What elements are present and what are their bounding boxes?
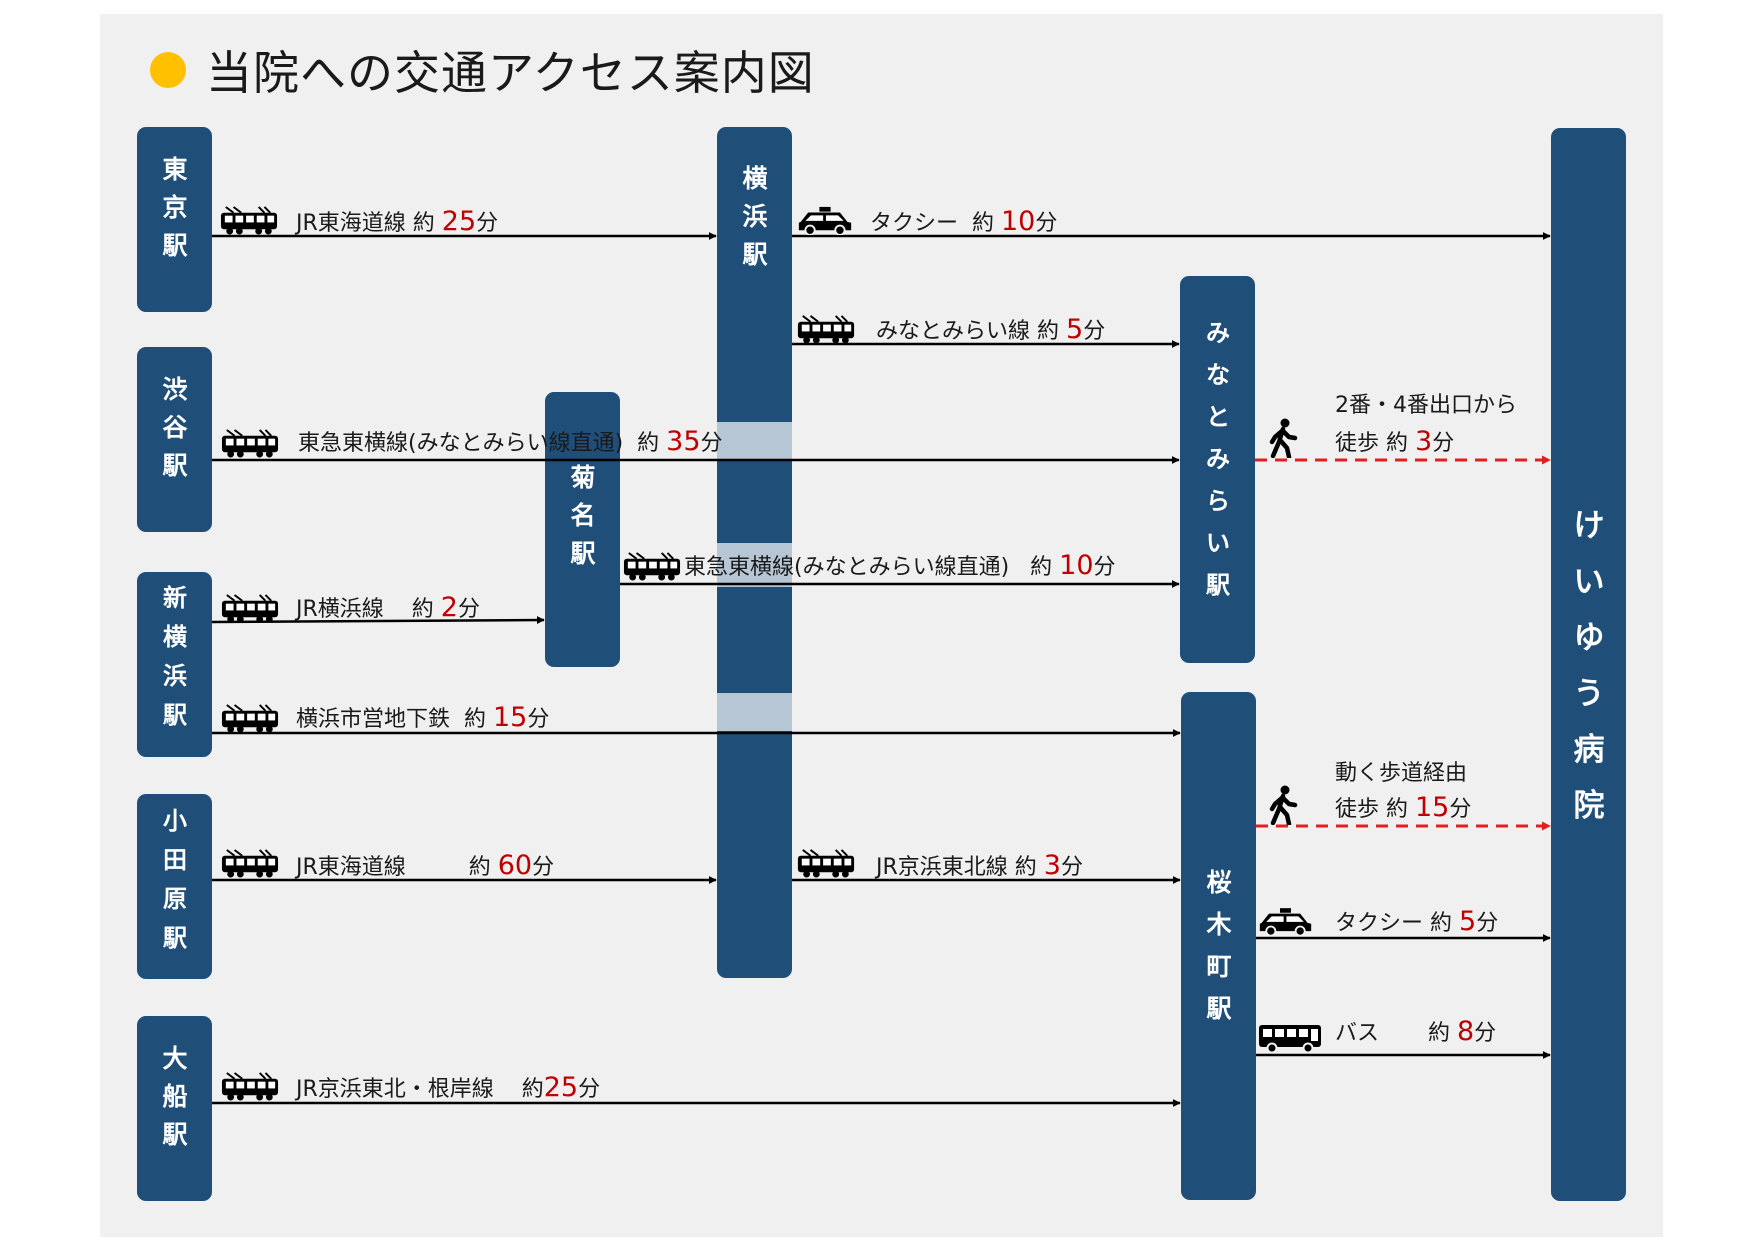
station-kikuna-label: 菊名駅 [570,463,595,568]
hospital-label: けいゆう病院 [1574,508,1605,824]
station-tokyo: 東京駅 [137,127,212,312]
bus-icon [1258,1024,1322,1054]
walking-person-icon [1272,786,1295,825]
route-label-minatomirai-hospital: 徒歩 約 3分 [1335,426,1454,457]
route-label-shibuya-minatomirai: 東急東横線(みなとみらい線直通) 約 35分 [298,426,723,457]
station-yokohama: 横浜駅 [717,127,792,978]
train-icon [796,314,856,345]
route-note-sakuragicho-hospital-walk: 動く歩道経由 [1335,761,1467,786]
train-icon [221,848,279,879]
station-ofuna-label: 大船駅 [162,1044,187,1149]
station-odawara-label: 小田原駅 [163,807,187,952]
route-label-odawara-yokohama: JR東海道線 約 60分 [294,850,554,881]
route-labels: JR東海道線 約 25分 東急東横線(みなとみらい線直通) 約 35分 JR横浜… [294,206,1517,1103]
route-label-tokyo-yokohama: JR東海道線 約 25分 [294,206,498,237]
station-shinyokohama-label: 新横浜駅 [163,584,188,729]
route-label-shinyokohama-sakuragicho: 横浜市営地下鉄 約 15分 [296,702,549,733]
station-minatomirai: みなとみらい駅 [1180,276,1255,663]
station-shibuya-label: 渋谷駅 [162,375,188,480]
train-icon [220,205,278,236]
page-title: 当院への交通アクセス案内図 [206,46,815,100]
yokohama-underpass-1 [717,422,792,460]
route-label-sakuragicho-hospital-bus: バス 約 8分 [1335,1016,1496,1047]
yokohama-underpass-2 [717,543,792,587]
route-label-kikuna-minatomirai: 東急東横線(みなとみらい線直通) 約 10分 [684,550,1116,581]
title-bullet-icon [150,52,186,88]
route-label-sakuragicho-hospital-taxi: タクシー 約 5分 [1335,906,1498,937]
hospital: けいゆう病院 [1551,128,1626,1201]
route-note-minatomirai-hospital: 2番・4番出口から [1335,393,1517,418]
station-minatomirai-label: みなとみらい駅 [1206,319,1230,599]
route-label-sakuragicho-hospital-walk: 徒歩 約 15分 [1335,792,1471,823]
taxi-icon [797,205,853,235]
station-sakuragicho: 桜木町駅 [1181,692,1256,1200]
train-icon [623,551,681,582]
yokohama-underpass-3 [717,693,792,731]
walk-arrows [1255,455,1551,831]
train-icon [221,593,279,624]
train-icon [221,1071,279,1102]
arrows [211,232,1551,1107]
station-odawara: 小田原駅 [137,794,212,979]
route-label-yokohama-hospital: タクシー 約 10分 [870,206,1057,237]
train-icon [796,848,856,879]
background-panel [100,14,1663,1237]
walking-person-icon [1272,419,1295,458]
route-label-shinyokohama-kikuna: JR横浜線 約 2分 [294,592,480,623]
station-yokohama-label: 横浜駅 [742,164,767,269]
train-icon [221,703,279,734]
train-icon [221,428,279,459]
route-label-yokohama-minatomirai: みなとみらい線 約 5分 [876,314,1105,345]
route-label-ofuna-sakuragicho: JR京浜東北・根岸線 約25分 [294,1072,600,1103]
taxi-icon [1258,907,1313,936]
station-tokyo-label: 東京駅 [162,155,187,260]
station-shibuya: 渋谷駅 [137,347,212,532]
station-shinyokohama: 新横浜駅 [137,572,212,757]
route-label-yokohama-sakuragicho: JR京浜東北線 約 3分 [874,850,1083,881]
station-ofuna: 大船駅 [137,1016,212,1201]
title-row: 当院への交通アクセス案内図 [150,40,815,100]
station-sakuragicho-label: 桜木町駅 [1205,868,1231,1023]
